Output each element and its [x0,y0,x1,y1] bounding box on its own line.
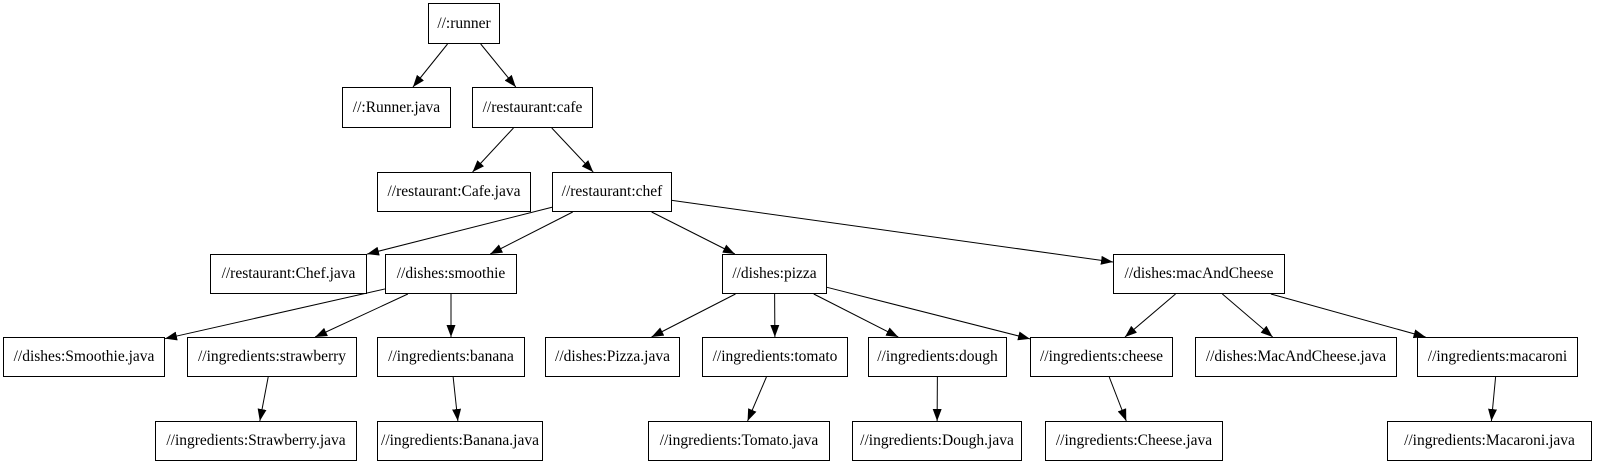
graph-node-mac-and-cheese: //dishes:macAndCheese [1113,254,1285,294]
graph-node-label: //ingredients:cheese [1039,348,1164,366]
graph-node-label: //restaurant:Chef.java [221,265,356,283]
graph-edge-mac-and-cheese-to-mac-and-cheese-java [1222,293,1273,338]
graph-node-cafe: //restaurant:cafe [472,87,593,128]
graph-edge-pizza-to-dough [813,293,899,338]
graph-node-dough-java: //ingredients:Dough.java [852,421,1022,461]
graph-node-banana-java: //ingredients:Banana.java [377,421,543,461]
graph-edge-chef-to-pizza [651,211,736,255]
graph-node-cafe-java: //restaurant:Cafe.java [377,172,531,212]
graph-node-runner: //:runner [428,3,500,44]
graph-edge-strawberry-to-strawberry-java [257,376,269,422]
graph-node-label: //dishes:MacAndCheese.java [1205,348,1387,366]
graph-edge-macaroni-to-macaroni-java [1488,376,1498,422]
graph-node-label: //ingredients:tomato [712,348,838,366]
graph-node-macaroni: //ingredients:macaroni [1417,337,1578,377]
graph-node-label: //restaurant:cafe [482,98,583,116]
graph-node-label: //dishes:pizza [732,265,817,283]
graph-node-smoothie-java: //dishes:Smoothie.java [3,337,165,377]
graph-node-label: //ingredients:Macaroni.java [1404,432,1575,450]
graph-node-banana: //ingredients:banana [377,337,525,377]
graph-node-cheese: //ingredients:cheese [1030,337,1173,377]
graph-edge-chef-to-chef-java [366,206,553,256]
graph-node-label: //restaurant:Cafe.java [387,183,521,201]
graph-node-label: //ingredients:dough [877,348,998,366]
graph-edge-tomato-to-tomato-java [747,376,767,422]
graph-node-tomato: //ingredients:tomato [702,337,848,377]
graph-edge-banana-to-banana-java [452,376,462,422]
graph-node-label: //ingredients:Banana.java [381,432,539,450]
graph-edge-mac-and-cheese-to-cheese [1124,293,1176,338]
graph-edge-pizza-to-cheese [826,286,1031,341]
graph-node-label: //:Runner.java [352,98,441,116]
graph-node-chef-java: //restaurant:Chef.java [210,254,367,294]
graph-node-label: //:runner [437,14,491,32]
graph-node-pizza-java: //dishes:Pizza.java [545,337,680,377]
graph-node-chef: //restaurant:chef [552,172,672,212]
graph-node-label: //ingredients:Dough.java [860,432,1014,450]
graph-node-label: //restaurant:chef [561,183,663,201]
graph-node-label: //dishes:Pizza.java [555,348,670,366]
graph-edge-smoothie-to-strawberry [314,293,409,338]
graph-node-cheese-java: //ingredients:Cheese.java [1045,421,1223,461]
graph-edge-smoothie-to-smoothie-java [164,288,386,341]
graph-node-strawberry-java: //ingredients:Strawberry.java [155,421,357,461]
graph-node-strawberry: //ingredients:strawberry [187,337,357,377]
graph-node-pizza: //dishes:pizza [722,254,827,294]
graph-node-label: //dishes:Smoothie.java [13,348,155,366]
graph-node-label: //ingredients:Strawberry.java [166,432,346,450]
graph-node-tomato-java: //ingredients:Tomato.java [648,421,830,461]
graph-node-label: //ingredients:Cheese.java [1055,432,1213,450]
graph-edge-chef-to-mac-and-cheese [671,199,1114,265]
graph-node-smoothie: //dishes:smoothie [385,254,517,294]
graph-edge-cafe-to-chef [551,127,594,173]
graph-edge-pizza-to-pizza-java [651,293,736,338]
graph-edge-cafe-to-cafe-java [472,127,514,173]
graph-node-label: //ingredients:strawberry [197,348,347,366]
graph-node-label: //dishes:smoothie [396,265,506,283]
graph-node-label: //ingredients:macaroni [1427,348,1568,366]
graph-node-label: //ingredients:Tomato.java [659,432,819,450]
graph-node-label: //dishes:macAndCheese [1124,265,1274,283]
graph-node-dough: //ingredients:dough [868,337,1007,377]
graph-edge-runner-to-runner-java [412,43,448,88]
graph-node-macaroni-java: //ingredients:Macaroni.java [1387,421,1592,461]
graph-node-label: //ingredients:banana [388,348,514,366]
graph-node-runner-java: //:Runner.java [342,87,451,128]
graph-edge-cheese-to-cheese-java [1108,376,1127,422]
graph-edge-runner-to-cafe [480,43,517,88]
graph-node-mac-and-cheese-java: //dishes:MacAndCheese.java [1195,337,1397,377]
graph-edge-chef-to-smoothie [490,211,573,255]
graph-edge-mac-and-cheese-to-macaroni [1270,293,1426,339]
